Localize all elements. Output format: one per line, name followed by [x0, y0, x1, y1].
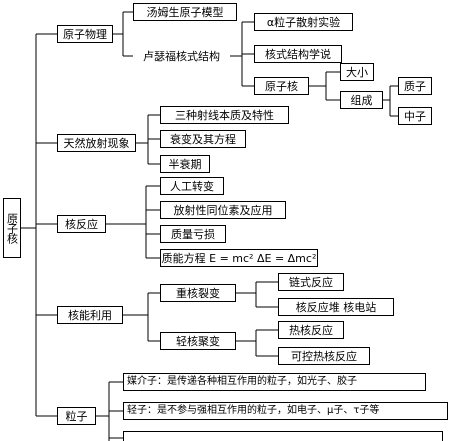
node-rutherford-label: 卢瑟福核式结构: [143, 49, 220, 63]
node-reaction-label: 核反应: [65, 217, 98, 231]
node-nucleus: 原子核: [254, 77, 309, 95]
node-controlled: 可控热核反应: [278, 347, 370, 365]
node-radioactivity-label: 天然放射现象: [63, 136, 130, 150]
node-proton: 质子: [398, 77, 432, 95]
node-fission: 重核裂变: [160, 284, 236, 302]
root-node: 原子核: [3, 198, 21, 258]
node-fission-label: 重核裂变: [176, 286, 220, 300]
node-particles: 粒子: [57, 407, 96, 425]
node-nuclear-energy-label: 核能利用: [68, 308, 112, 322]
node-reaction: 核反应: [57, 215, 106, 233]
node-decay-label: 衰变及其方程: [170, 132, 236, 146]
node-thermonuclear-label: 热核反应: [289, 323, 333, 337]
node-mass-defect-label: 质量亏损: [171, 227, 215, 241]
node-decay: 衰变及其方程: [160, 130, 246, 148]
node-rays-label: 三种射线本质及特性: [175, 108, 274, 122]
node-proton-label: 质子: [404, 79, 426, 93]
node-chain-label: 链式反应: [289, 275, 333, 289]
node-atom-physics: 原子物理: [57, 25, 113, 43]
node-mass-energy-label: 质能方程 E = mc² ΔE = Δmc²: [161, 251, 317, 265]
node-chain: 链式反应: [278, 273, 344, 291]
node-fusion: 轻核聚变: [160, 332, 236, 350]
node-atom-physics-label: 原子物理: [63, 27, 107, 41]
node-mediator-label: 媒介子：是传递各种相互作用的粒子，如光子、胶子: [127, 376, 357, 387]
node-lepton: 轻子：是不参与强相互作用的粒子，如电子、μ子、τ子等: [123, 402, 448, 420]
node-composition-label: 组成: [350, 93, 373, 107]
node-mass-defect: 质量亏损: [160, 225, 226, 243]
node-rutherford: 卢瑟福核式结构: [133, 47, 230, 65]
node-artificial-label: 人工转变: [170, 179, 214, 193]
node-mass-energy: 质能方程 E = mc² ΔE = Δmc²: [160, 249, 318, 267]
node-controlled-label: 可控热核反应: [291, 349, 357, 363]
node-size: 大小: [340, 63, 374, 81]
node-half-life-label: 半衰期: [168, 157, 202, 171]
node-lepton-label: 轻子：是不参与强相互作用的粒子，如电子、μ子、τ子等: [127, 405, 380, 416]
node-nuclear-theory: 核式结构学说: [254, 45, 342, 63]
node-hadron-cut-off: [123, 431, 443, 441]
node-artificial: 人工转变: [160, 177, 224, 195]
node-isotopes-label: 放射性同位素及应用: [173, 203, 273, 217]
node-rays: 三种射线本质及特性: [160, 106, 289, 124]
node-reactor-label: 核反应堆 核电站: [295, 300, 377, 314]
node-reactor: 核反应堆 核电站: [278, 298, 394, 316]
node-alpha-experiment-label: α粒子散射实验: [266, 15, 341, 29]
node-nuclear-theory-label: 核式结构学说: [265, 47, 331, 61]
node-particles-label: 粒子: [65, 409, 88, 423]
node-nucleus-label: 原子核: [265, 79, 298, 93]
root-label: 原子核: [5, 213, 19, 243]
node-half-life: 半衰期: [160, 155, 210, 173]
node-radioactivity: 天然放射现象: [57, 134, 136, 152]
node-thermonuclear: 热核反应: [278, 321, 344, 339]
node-thomson-label: 汤姆生原子模型: [146, 5, 224, 19]
node-thomson: 汤姆生原子模型: [133, 3, 237, 21]
node-alpha-experiment: α粒子散射实验: [254, 13, 353, 31]
node-neutron-label: 中子: [404, 109, 426, 123]
node-neutron: 中子: [398, 107, 432, 125]
node-composition: 组成: [340, 91, 383, 109]
node-size-label: 大小: [346, 65, 368, 79]
node-isotopes: 放射性同位素及应用: [160, 201, 286, 219]
node-nuclear-energy: 核能利用: [57, 306, 123, 324]
node-fusion-label: 轻核聚变: [176, 334, 220, 348]
node-mediator: 媒介子：是传递各种相互作用的粒子，如光子、胶子: [123, 373, 426, 391]
